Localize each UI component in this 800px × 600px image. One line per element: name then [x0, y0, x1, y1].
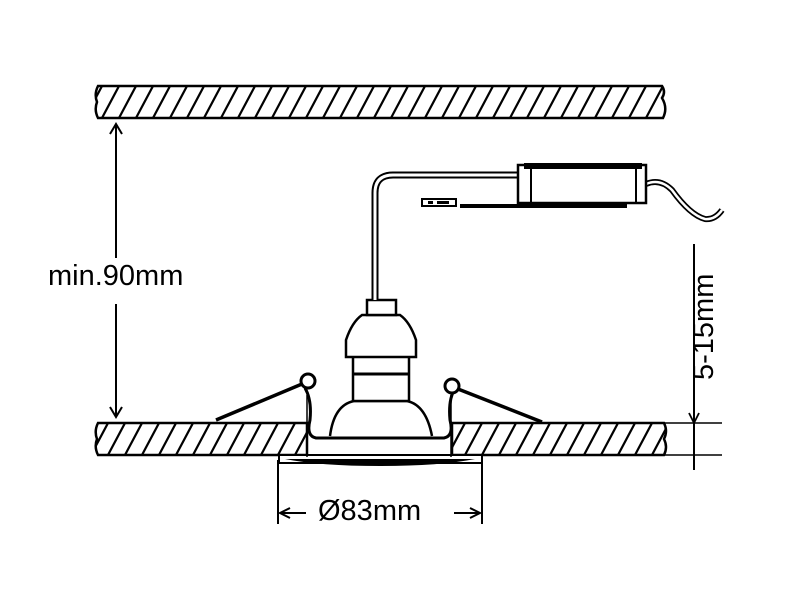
min-clearance-label: min.90mm	[48, 260, 184, 292]
diameter-dimension	[277, 460, 483, 524]
spring-clip-right	[443, 377, 543, 424]
cable	[371, 171, 725, 300]
cutout-diameter-label: Ø83mm	[318, 495, 422, 527]
clearance-dimension	[109, 122, 123, 419]
lamp-housing	[303, 387, 457, 457]
thickness-dimension	[688, 244, 700, 470]
spring-clip-left	[215, 372, 317, 422]
ceiling-board-left	[94, 421, 309, 457]
connector-plug	[421, 198, 627, 208]
driver-box	[516, 163, 648, 205]
trim-ring	[278, 454, 483, 466]
reflector-lamp	[328, 354, 434, 437]
ceiling-board-right	[450, 421, 722, 457]
ceiling-thickness-label: 5-15mm	[688, 273, 720, 380]
lamp-holder	[344, 298, 418, 359]
upper-slab	[94, 84, 667, 120]
